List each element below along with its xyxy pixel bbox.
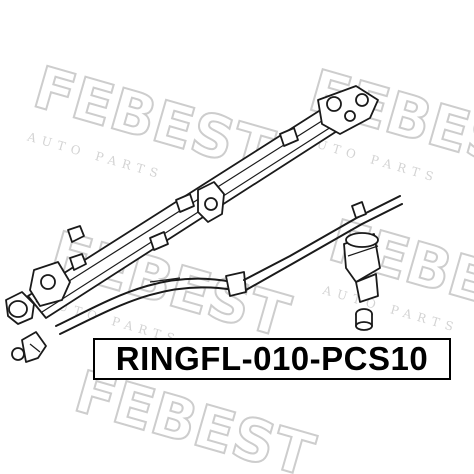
fuel-hose bbox=[55, 195, 403, 335]
fuel-rail bbox=[5, 85, 379, 325]
part-code-label: RINGFL-010-PCS10 bbox=[115, 340, 429, 377]
o-ring bbox=[355, 308, 373, 331]
injector bbox=[343, 201, 381, 303]
hose-clip bbox=[11, 331, 47, 363]
part-code-box: RINGFL-010-PCS10 bbox=[93, 338, 451, 380]
